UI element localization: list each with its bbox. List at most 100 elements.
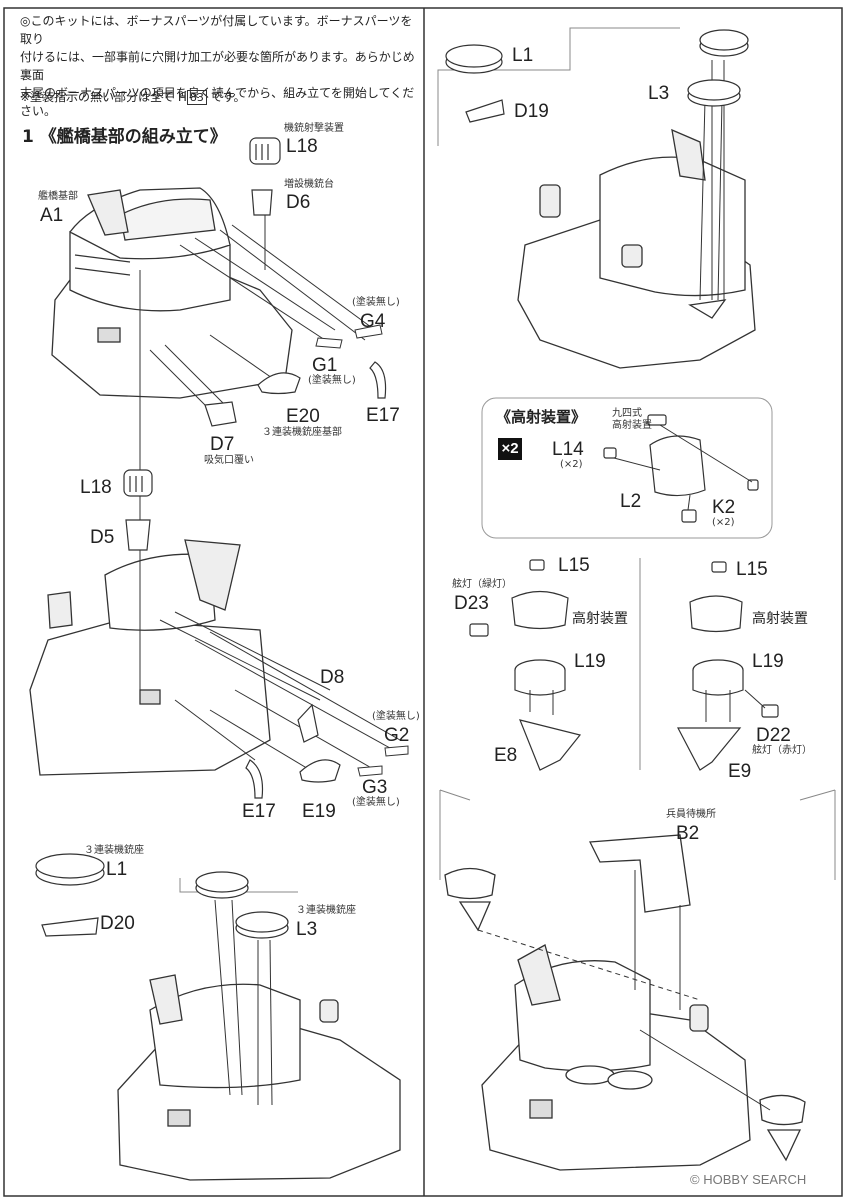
- bridge-base-drawing-r4: [444, 834, 806, 1171]
- part-label-E8: E8: [494, 745, 518, 766]
- D7-name: 吸気口覆い: [204, 455, 254, 466]
- part-label-D7: D7: [210, 434, 235, 455]
- part-label-L14: L14: [552, 439, 584, 460]
- part-label-E17-2: E17: [242, 801, 276, 822]
- part-label-G4: G4: [360, 311, 386, 332]
- part-label-G2: G2: [384, 725, 410, 746]
- part-D6-p1: [251, 189, 273, 216]
- part-L3-r1: [687, 29, 749, 107]
- part-label-E9: E9: [728, 761, 752, 782]
- right-aa-drawing: [677, 561, 779, 771]
- part-label-L3: L3: [296, 919, 318, 940]
- note-line-3: 末尾のボーナスパーツの項目を良く読んでから、組み立てを開始してください。: [20, 86, 415, 118]
- part-label-L15-right: L15: [736, 559, 768, 580]
- part-label-L18: L18: [286, 136, 318, 157]
- part-label-L1: L1: [106, 859, 128, 880]
- aa-assembly-drawing: [603, 414, 759, 523]
- part-E19-p2: [299, 759, 341, 783]
- part-label-L18-2: L18: [80, 477, 112, 498]
- paint-code-box: 83: [186, 90, 207, 105]
- part-L18-p2: [123, 469, 153, 497]
- E20-name: ３連装機銃座基部: [262, 427, 342, 438]
- aa-label-left: 高射装置: [572, 611, 628, 627]
- part-G1-p1: [315, 337, 343, 349]
- G2-note: (塗装無し): [372, 711, 420, 722]
- aa-box-title: 《高射装置》: [496, 408, 587, 426]
- bonus-parts-note: ◎このキットには、ボーナスパーツが付属しています。ボーナスパーツを取り 付けるに…: [20, 12, 418, 120]
- part-label-D22: D22: [756, 725, 791, 746]
- aa-box-frame: [481, 397, 773, 539]
- G3-note: (塗装無し): [352, 797, 400, 808]
- paint-note-prefix: ※塗装指示の無い部分は全て H: [20, 90, 187, 104]
- aa-type-name: 九四式 高射装置: [612, 408, 652, 431]
- bracket-panel-r1: [437, 38, 571, 146]
- aa-box-multiplier: ×2: [498, 438, 522, 460]
- part-label-D5: D5: [90, 527, 115, 548]
- part-D7-p1: [204, 401, 237, 427]
- part-L1-r1: [445, 44, 503, 74]
- bracket-r4-a: [439, 789, 471, 801]
- part-label-D23: D23: [454, 593, 489, 614]
- part-D8-p2: [297, 703, 319, 743]
- L3-name: ３連装機銃座: [296, 905, 356, 916]
- part-G2-p2: [384, 745, 409, 757]
- bridge-base-drawing-3: [117, 899, 401, 1181]
- part-L1-p3: [35, 853, 105, 886]
- part-label-L1-r: L1: [512, 45, 534, 66]
- left-aa-drawing: [469, 559, 582, 771]
- L18-name: 機銃射撃装置: [284, 123, 344, 134]
- G1-note: (塗装無し): [308, 375, 356, 386]
- note-line-2: 付けるには、一部事前に穴開け加工が必要な箇所があります。あらかじめ裏面: [20, 50, 415, 82]
- part-label-E20: E20: [286, 406, 320, 427]
- note-line-1: ◎このキットには、ボーナスパーツが付属しています。ボーナスパーツを取り: [20, 14, 413, 46]
- bracket-top-right: [569, 27, 680, 38]
- part-label-L19-right: L19: [752, 651, 784, 672]
- part-label-B2: B2: [676, 823, 700, 844]
- part-label-K2: K2: [712, 497, 736, 518]
- D6-name: 増設機銃台: [284, 179, 334, 190]
- B2-name: 兵員待機所: [666, 809, 716, 820]
- watermark: © HOBBY SEARCH: [690, 1172, 807, 1187]
- bridge-base-drawing-2: [29, 270, 401, 776]
- paint-note-suffix: です。: [206, 90, 246, 104]
- bracket-panel3: [179, 878, 298, 893]
- part-D20-p3: [41, 917, 99, 937]
- part-label-L3-r: L3: [648, 83, 670, 104]
- part-label-G1: G1: [312, 355, 338, 376]
- part-label-D8: D8: [320, 667, 345, 688]
- part-label-D19: D19: [514, 101, 549, 122]
- part-label-E19: E19: [302, 801, 336, 822]
- D22-name: 舷灯（赤灯）: [752, 745, 812, 756]
- part-label-L19-left: L19: [574, 651, 606, 672]
- G4-note: (塗装無し): [352, 297, 400, 308]
- part-L18-p1: [249, 137, 281, 165]
- part-label-L15-left: L15: [558, 555, 590, 576]
- part-G4-p1: [354, 324, 383, 339]
- step-number: 1: [22, 127, 34, 147]
- A1-name: 艦橋基部: [38, 191, 78, 202]
- bracket-r4-b: [799, 789, 836, 801]
- part-E20-p1: [257, 372, 301, 395]
- step-title: 《艦橋基部の組み立て》: [39, 127, 227, 147]
- part-label-D6: D6: [286, 192, 311, 213]
- aa-label-right: 高射装置: [752, 611, 808, 627]
- K2-qty: (×2): [712, 517, 735, 528]
- part-label-A1: A1: [40, 205, 64, 226]
- L1-name: ３連装機銃座: [84, 845, 144, 856]
- part-G3-p2: [357, 765, 383, 777]
- part-label-D20: D20: [100, 913, 135, 934]
- part-label-L2: L2: [620, 491, 642, 512]
- L14-qty: (×2): [560, 459, 583, 470]
- page-border: [3, 7, 843, 1197]
- part-D5-p2: [125, 519, 151, 551]
- part-D19-r1: [465, 99, 505, 123]
- D23-name: 舷灯（緑灯）: [452, 579, 512, 590]
- part-E17-p1: [369, 361, 387, 399]
- bridge-base-drawing-r1: [517, 60, 756, 369]
- step-heading: 1 《艦橋基部の組み立て》: [22, 122, 227, 147]
- part-label-E17: E17: [366, 405, 400, 426]
- bridge-base-drawing-1: [51, 187, 376, 421]
